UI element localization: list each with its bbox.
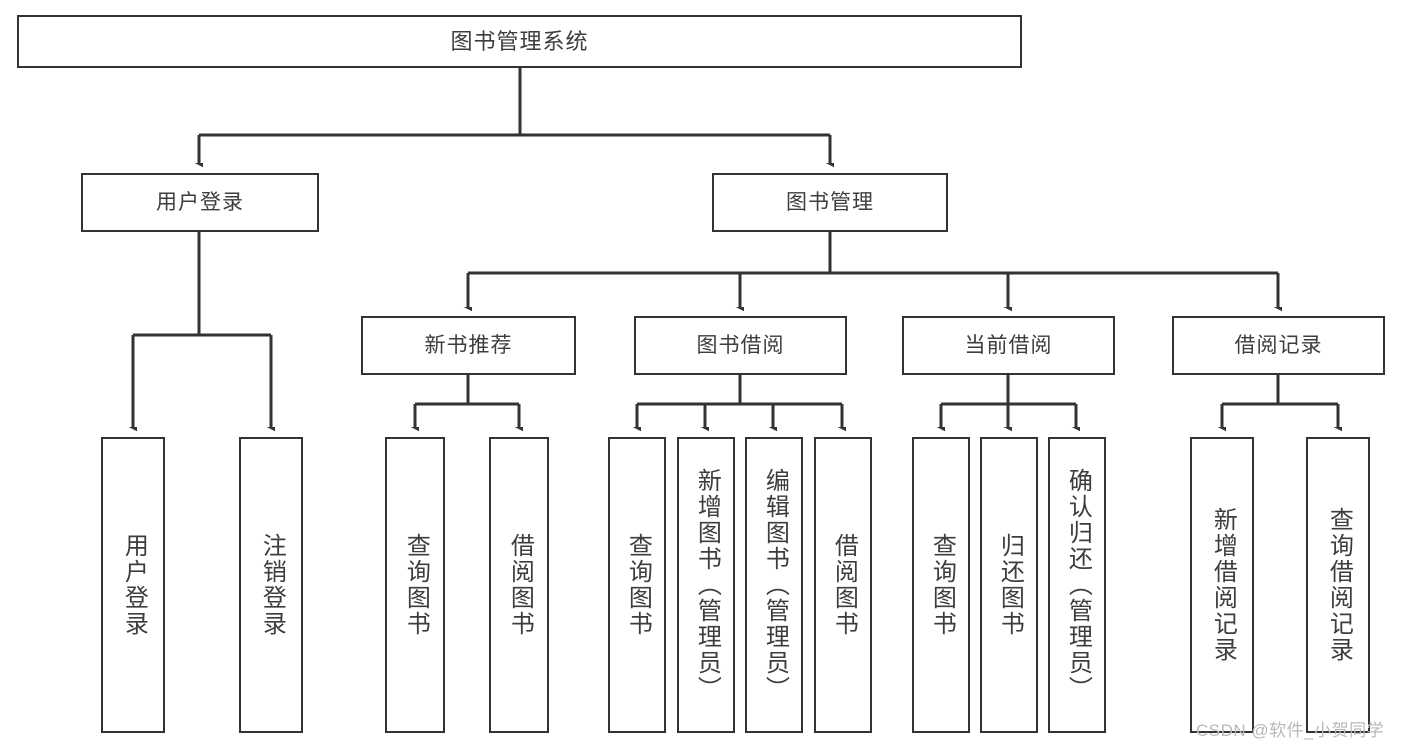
leaf-confirm-return-admin[interactable]: 确认归还（管理员） — [1048, 437, 1106, 733]
leaf-add-book-admin[interactable]: 新增图书（管理员） — [677, 437, 735, 733]
leaf-borrow-books-borrowing[interactable]: 借阅图书 — [814, 437, 872, 733]
node-user-login[interactable]: 用户登录 — [81, 173, 319, 232]
node-current-borrowing[interactable]: 当前借阅 — [902, 316, 1115, 375]
leaf-query-borrowing-record[interactable]: 查询借阅记录 — [1306, 437, 1370, 733]
node-book-borrowing[interactable]: 图书借阅 — [634, 316, 847, 375]
leaf-borrow-books-recommendation[interactable]: 借阅图书 — [489, 437, 549, 733]
leaf-logout[interactable]: 注销登录 — [239, 437, 303, 733]
node-borrowing-records[interactable]: 借阅记录 — [1172, 316, 1385, 375]
leaf-query-books-current[interactable]: 查询图书 — [912, 437, 970, 733]
node-root-book-management-system[interactable]: 图书管理系统 — [17, 15, 1022, 68]
leaf-user-login[interactable]: 用户登录 — [101, 437, 165, 733]
node-book-management[interactable]: 图书管理 — [712, 173, 948, 232]
node-new-book-recommendation[interactable]: 新书推荐 — [361, 316, 576, 375]
leaf-query-books-recommendation[interactable]: 查询图书 — [385, 437, 445, 733]
leaf-add-borrowing-record[interactable]: 新增借阅记录 — [1190, 437, 1254, 733]
leaf-edit-book-admin[interactable]: 编辑图书（管理员） — [745, 437, 803, 733]
leaf-return-books[interactable]: 归还图书 — [980, 437, 1038, 733]
leaf-query-books-borrowing[interactable]: 查询图书 — [608, 437, 666, 733]
